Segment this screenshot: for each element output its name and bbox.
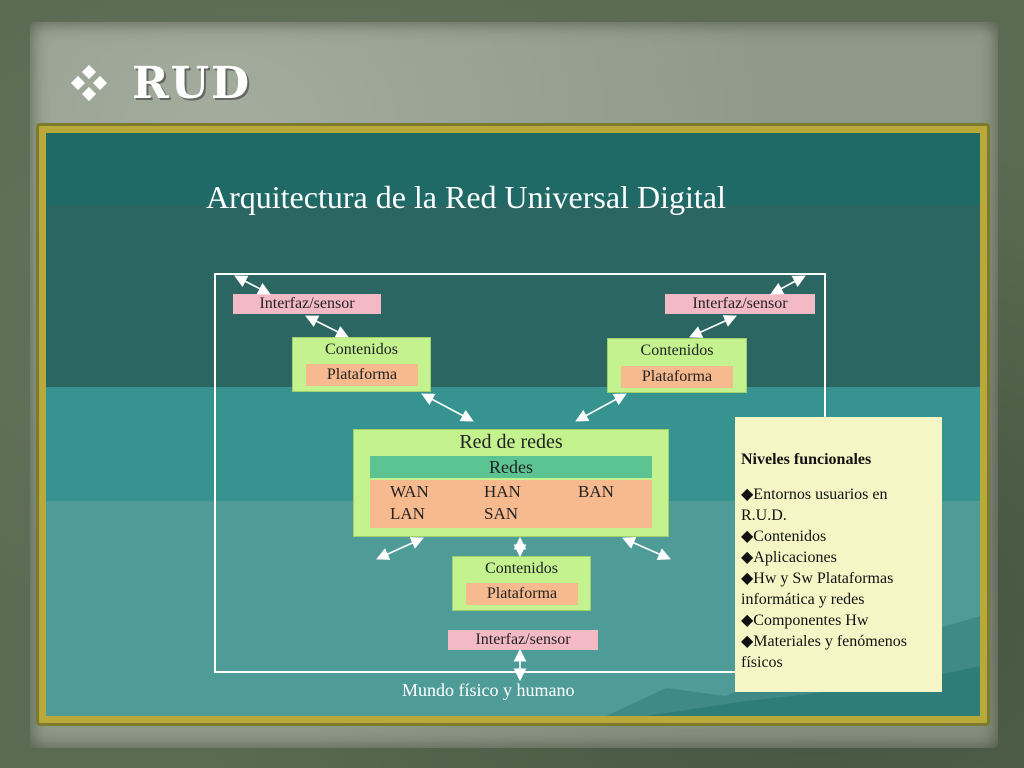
bottom-plataforma: Plataforma <box>466 583 578 605</box>
legend-item: ◆Contenidos <box>741 528 827 545</box>
network-wan: WAN <box>390 482 429 501</box>
bottom-contenidos-box: Contenidos Plataforma <box>452 556 591 611</box>
bidirectional-arrow-icon <box>689 315 737 338</box>
legend-item: ◆Entornos usuarios en R.U.D. <box>741 486 888 524</box>
legend-item: ◆Componentes Hw <box>741 612 869 629</box>
bidirectional-arrow-icon <box>376 537 424 560</box>
bidirectional-arrow-icon <box>575 393 627 422</box>
networks-panel: WAN HAN BAN LAN SAN <box>370 480 652 528</box>
legend-item: ◆Materiales y fenómenos físicos <box>741 633 908 671</box>
red-de-redes-box: Red de redes Redes WAN HAN BAN LAN SAN <box>353 429 669 537</box>
diamond-bullet-icon <box>70 64 108 102</box>
legend-heading: Niveles funcionales <box>741 451 872 468</box>
right-contenidos-box: Contenidos Plataforma <box>607 338 747 393</box>
bottom-contenidos-label: Contenidos <box>485 560 558 577</box>
architecture-diagram: Arquitectura de la Red Universal Digital… <box>46 133 980 716</box>
left-contenidos-label: Contenidos <box>325 341 398 358</box>
network-ban: BAN <box>578 482 614 501</box>
diagram-title: Arquitectura de la Red Universal Digital <box>206 179 726 215</box>
network-han: HAN <box>484 482 521 501</box>
redes-bar: Redes <box>370 456 652 478</box>
legend-item: ◆Hw y Sw Plataformas informática y redes <box>741 570 894 608</box>
left-interfaz-sensor: Interfaz/sensor <box>233 294 381 314</box>
arrows-layer <box>234 275 806 682</box>
bidirectional-arrow-icon <box>305 315 349 338</box>
bidirectional-arrow-icon <box>234 275 271 295</box>
legend-item: ◆Aplicaciones <box>741 549 837 566</box>
network-san: SAN <box>484 504 519 523</box>
right-interfaz-sensor: Interfaz/sensor <box>665 294 815 314</box>
functional-levels-legend: Niveles funcionales ◆Entornos usuarios e… <box>735 417 942 692</box>
network-lan: LAN <box>390 504 425 523</box>
bidirectional-arrow-icon <box>421 393 474 422</box>
bidirectional-arrow-icon <box>622 537 671 560</box>
diagram-caption: Mundo físico y humano <box>402 680 575 700</box>
bottom-interfaz-sensor: Interfaz/sensor <box>448 630 598 650</box>
slide-header: RUD <box>70 57 252 109</box>
right-plataforma: Plataforma <box>621 366 733 388</box>
slide-title: RUD <box>132 57 252 109</box>
left-plataforma: Plataforma <box>306 364 418 386</box>
red-de-redes-label: Red de redes <box>459 431 563 453</box>
bidirectional-arrow-icon <box>770 275 806 295</box>
left-contenidos-box: Contenidos Plataforma <box>292 337 431 392</box>
right-contenidos-label: Contenidos <box>640 342 714 359</box>
